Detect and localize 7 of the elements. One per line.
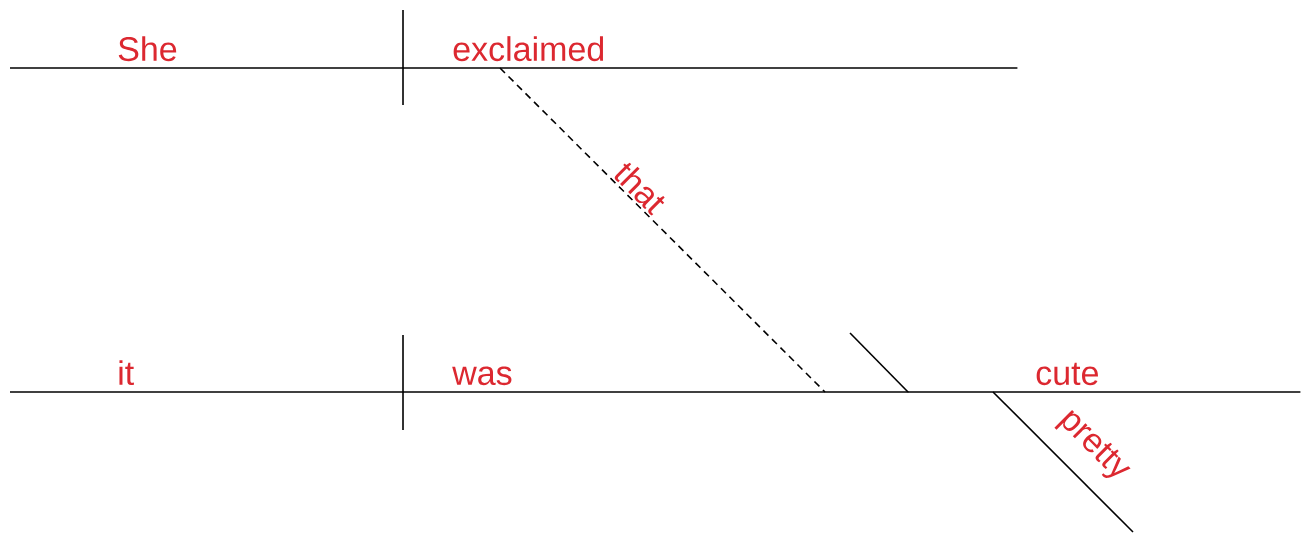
word-on-line: cute xyxy=(907,362,1302,393)
word-on-line: was xyxy=(402,366,910,393)
word-on-line: exclaimed xyxy=(402,36,1019,69)
connector-line xyxy=(499,67,826,393)
word-on-line: She xyxy=(9,36,405,69)
edge-label: that xyxy=(610,156,671,218)
word-on-line: it xyxy=(9,360,405,393)
